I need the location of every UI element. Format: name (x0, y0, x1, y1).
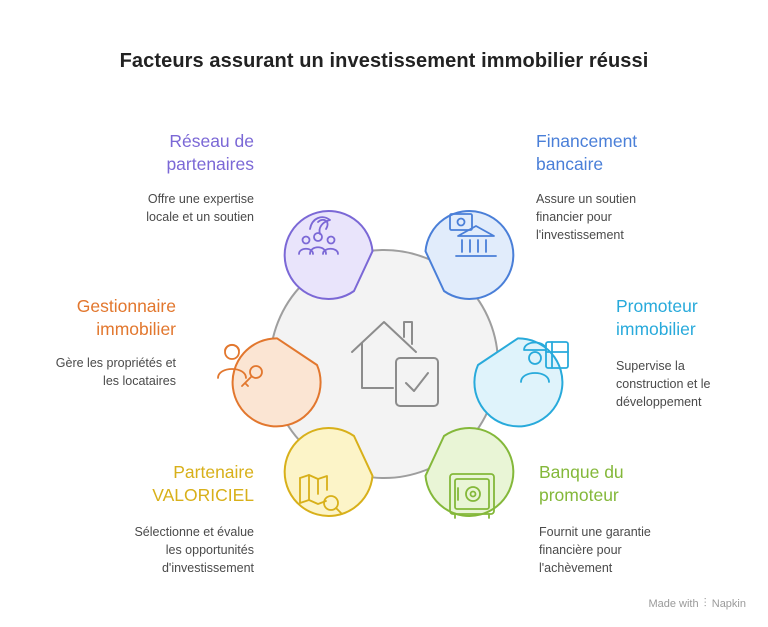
safe-icon (449, 473, 495, 519)
gestionnaire-badge (217, 337, 322, 428)
valoriciel-desc-line2: les opportunités (165, 543, 254, 557)
footer-brand: Napkin (711, 598, 746, 610)
engineer-blueprint-icon (520, 341, 569, 383)
promoteur-desc-line2: construction et le (616, 377, 711, 391)
banque-description: Fournit une garantie financière pour l'a… (539, 523, 739, 577)
promoteur-heading-line2: immobilier (616, 319, 696, 339)
reseau-description: Offre une expertise locale et un soutien (84, 190, 254, 226)
valoriciel-badge (283, 426, 374, 517)
valoriciel-heading-line1: Partenaire (173, 462, 254, 482)
gestionnaire-desc-line2: les locataires (103, 374, 176, 388)
promoteur-desc-line3: développement (616, 395, 702, 409)
valoriciel-heading-line2: VALORICIEL (152, 485, 254, 505)
house-check-icon (351, 321, 439, 407)
reseau-heading-line2: partenaires (166, 154, 254, 174)
person-key-icon (217, 343, 263, 387)
financement-description: Assure un soutien financier pour l'inves… (536, 190, 736, 244)
banque-desc-line1: Fournit une garantie (539, 525, 651, 539)
promoteur-desc-line1: Supervise la (616, 359, 685, 373)
reseau-desc-line2: locale et un soutien (146, 210, 254, 224)
bank-money-icon (449, 213, 497, 257)
handshake-network-icon (298, 216, 339, 255)
banque-desc-line2: financière pour (539, 543, 622, 557)
banque-desc-line3: l'achèvement (539, 561, 613, 575)
footer-made-with: Made with (648, 598, 699, 610)
financement-heading-line2: bancaire (536, 154, 604, 174)
valoriciel-desc-line1: Sélectionne et évalue (134, 525, 254, 539)
financement-badge (424, 210, 515, 301)
banque-heading-line1: Banque du (539, 462, 624, 482)
valoriciel-heading: Partenaire VALORICIEL (84, 461, 254, 507)
gestionnaire-heading-line1: Gestionnaire (76, 296, 176, 316)
promoteur-description: Supervise la construction et le développ… (616, 357, 766, 411)
financement-desc-line2: financier pour (536, 210, 612, 224)
page-title: Facteurs assurant un investissement immo… (119, 50, 649, 72)
financement-desc-line3: l'investissement (536, 228, 624, 242)
banque-heading: Banque du promoteur (539, 461, 739, 507)
promoteur-heading-line1: Promoteur (616, 296, 698, 316)
banque-badge (424, 426, 515, 519)
reseau-desc-line1: Offre une expertise (147, 192, 254, 206)
valoriciel-description: Sélectionne et évalue les opportunités d… (84, 523, 254, 577)
reseau-heading-line1: Réseau de (169, 131, 254, 151)
promoteur-heading: Promoteur immobilier (616, 295, 766, 341)
map-search-icon (299, 474, 343, 515)
promoteur-badge (473, 337, 569, 428)
made-with-napkin-footer: Made with ⫶ Napkin (648, 596, 746, 611)
gestionnaire-desc-line1: Gère les propriétés et (55, 356, 176, 370)
financement-heading: Financement bancaire (536, 130, 736, 176)
napkin-logo-icon: ⫶ (703, 596, 707, 610)
valoriciel-desc-line3: d'investissement (161, 561, 254, 575)
reseau-badge (283, 210, 374, 301)
banque-heading-line2: promoteur (539, 485, 619, 505)
gestionnaire-heading-line2: immobilier (96, 319, 176, 339)
reseau-heading: Réseau de partenaires (84, 130, 254, 176)
financement-desc-line1: Assure un soutien (536, 192, 637, 206)
gestionnaire-description: Gère les propriétés et les locataires (6, 354, 176, 390)
gestionnaire-heading: Gestionnaire immobilier (6, 295, 176, 341)
financement-heading-line1: Financement (536, 131, 638, 151)
